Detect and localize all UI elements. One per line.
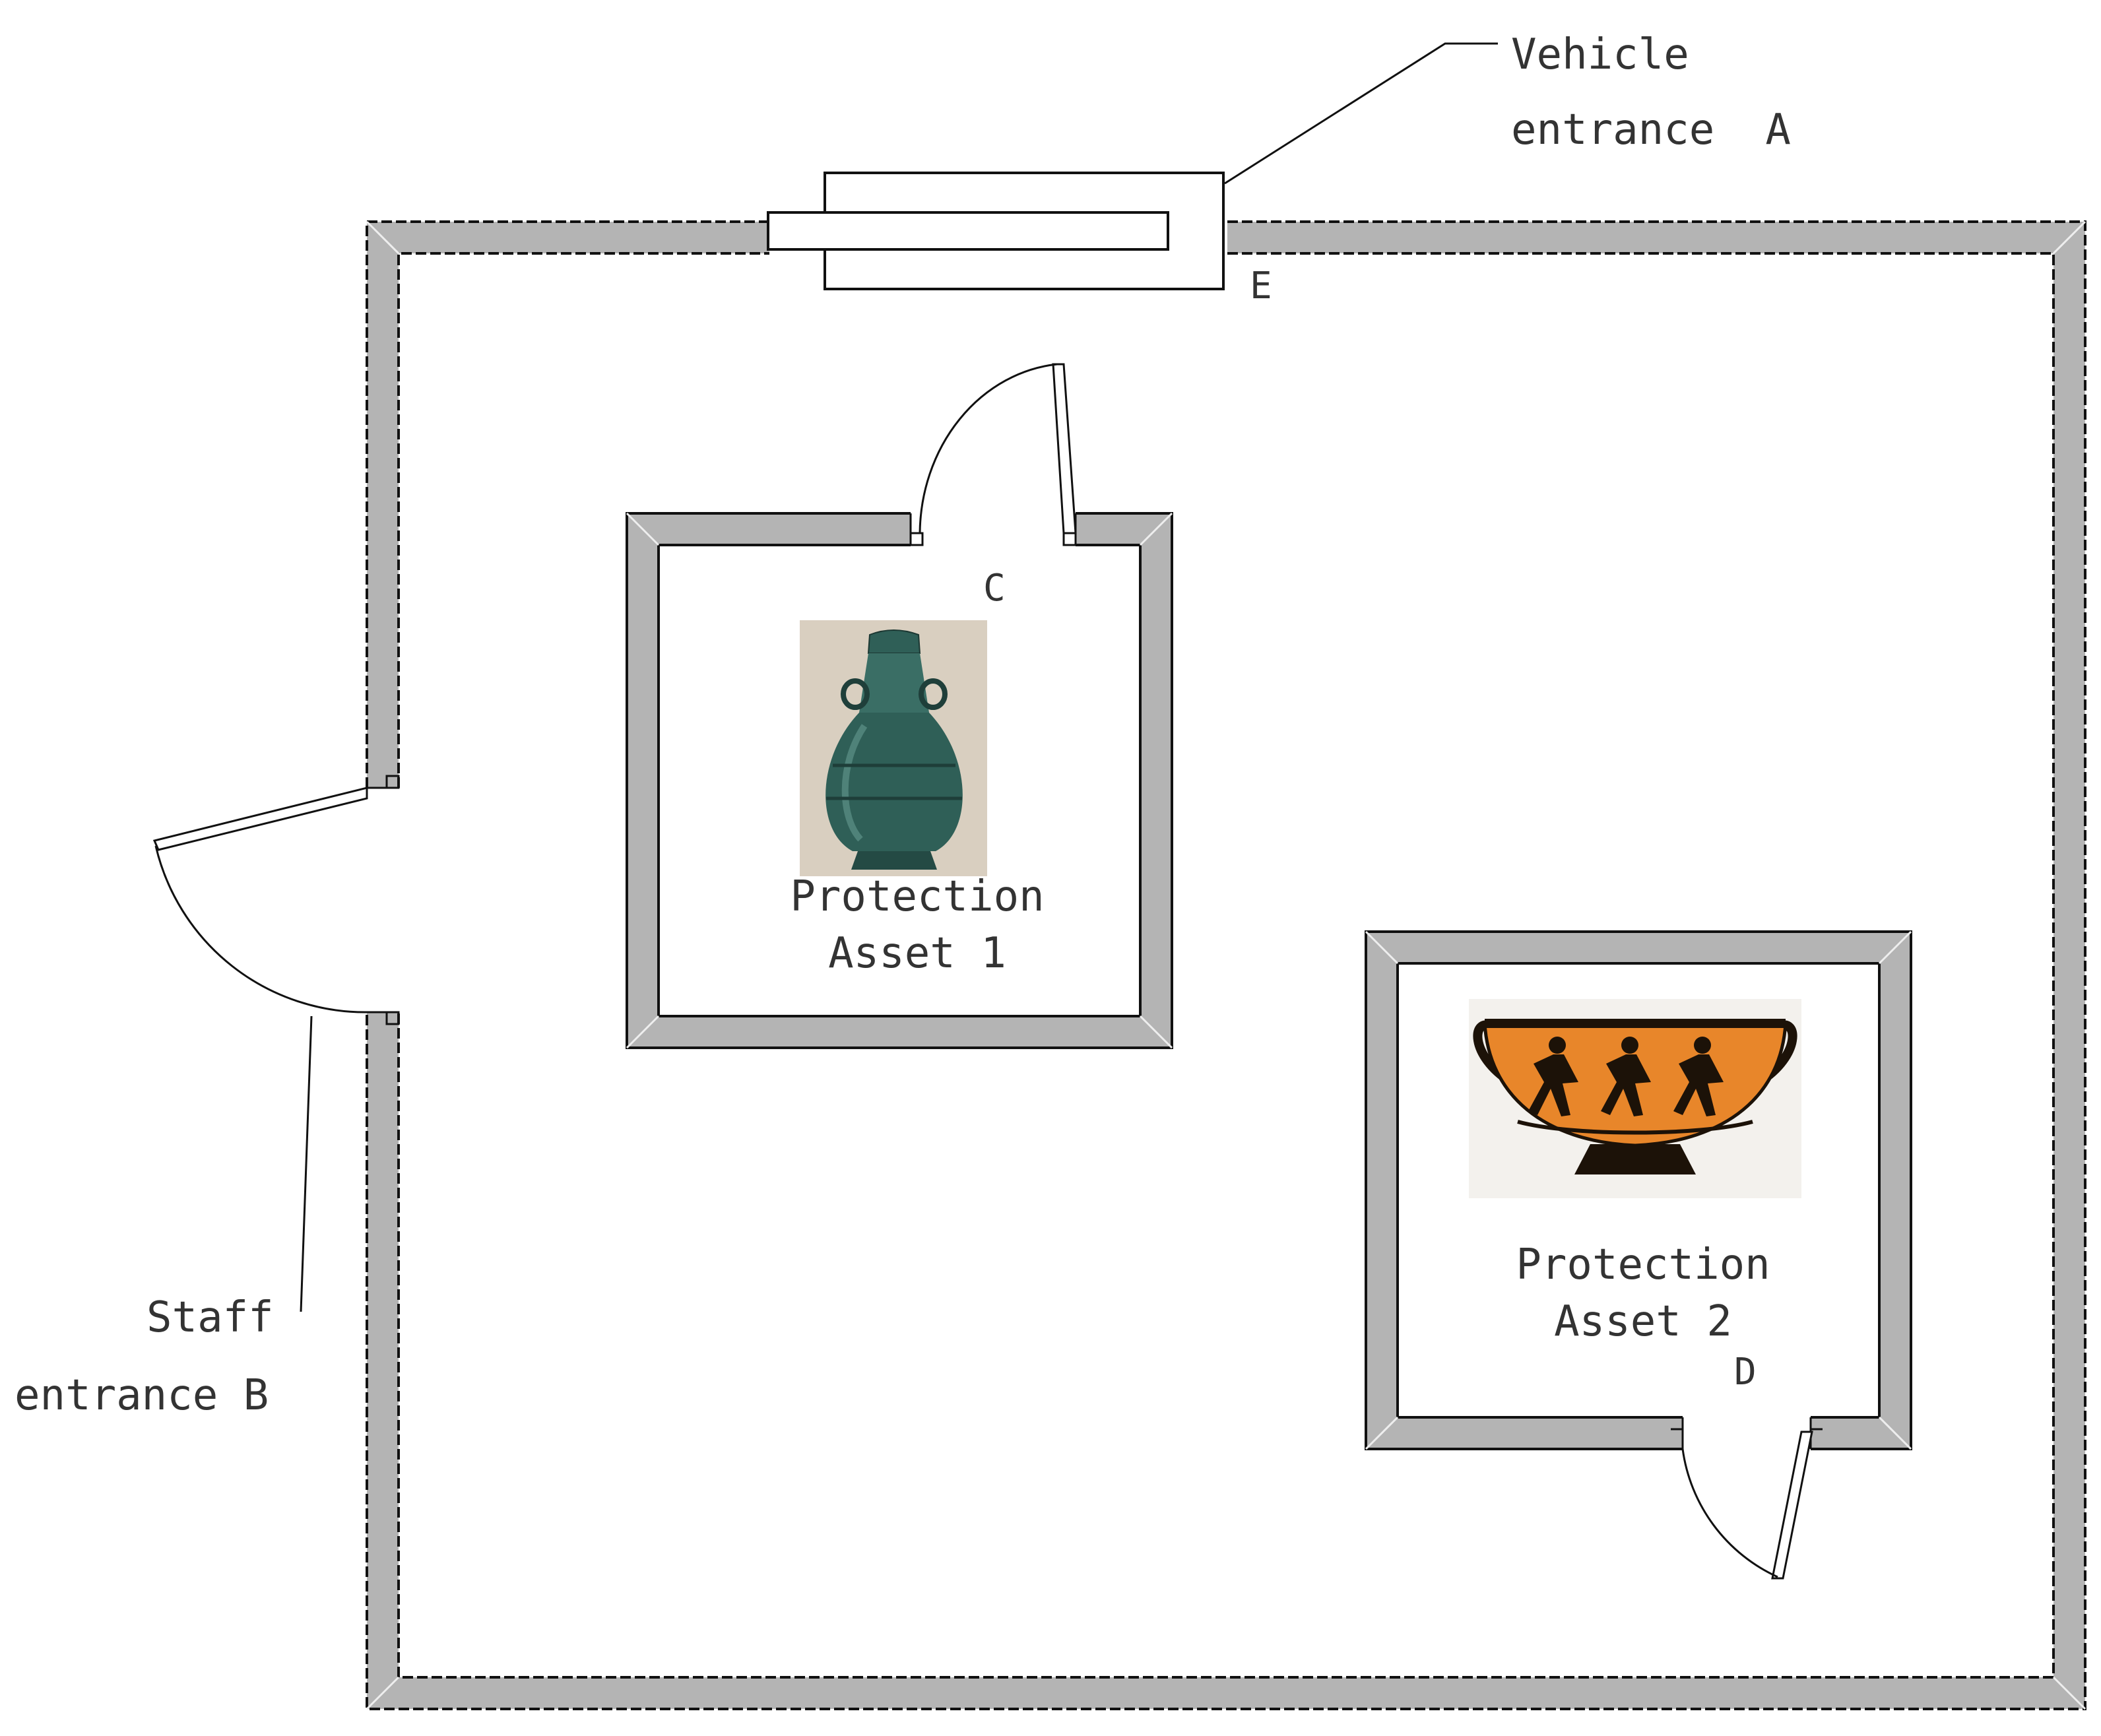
asset-room-2 — [1365, 930, 1912, 1580]
vehicle-entrance-label-line2: entrance A — [1511, 106, 1791, 154]
point-d-label: D — [1734, 1351, 1757, 1394]
vehicle-gate — [767, 172, 1225, 290]
asset2-label-line2: Asset 2 — [1554, 1297, 1732, 1346]
point-c-label: C — [983, 567, 1006, 610]
asset1-label-line1: Protection — [790, 872, 1044, 921]
bronze-vessel-image — [800, 620, 987, 876]
staff-door — [152, 787, 368, 1013]
point-e-label: E — [1250, 265, 1272, 307]
kylix-image — [1469, 999, 1801, 1198]
outer-wall — [366, 220, 2086, 1710]
staff-entrance-label-line2: entrance B — [15, 1371, 269, 1420]
vehicle-entrance-leader — [1224, 42, 1498, 185]
vehicle-entrance-label-line1: Vehicle — [1511, 30, 1689, 79]
staff-entrance-leader — [300, 1015, 313, 1312]
staff-entrance-label-line1: Staff — [146, 1293, 274, 1342]
asset1-label-line2: Asset 1 — [828, 929, 1006, 978]
asset2-label-line1: Protection — [1516, 1240, 1770, 1289]
asset-room-1 — [626, 363, 1173, 1049]
